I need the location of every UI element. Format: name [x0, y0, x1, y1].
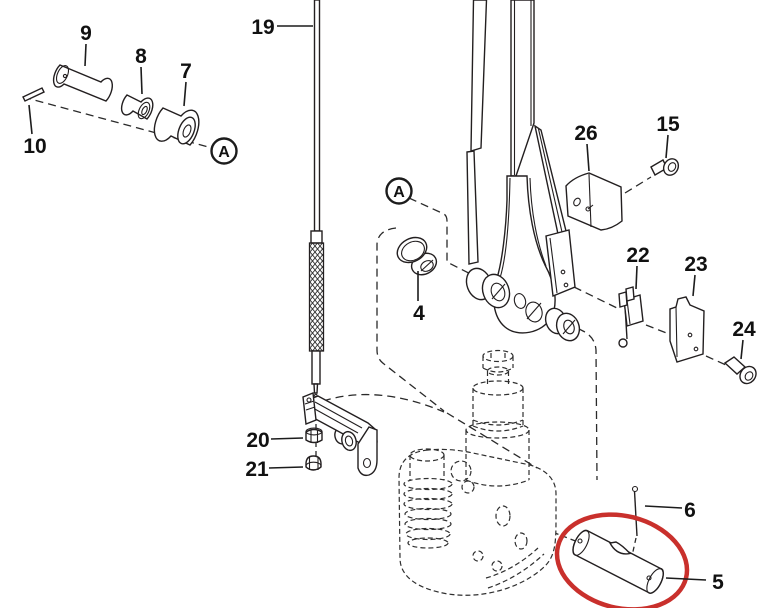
callout-22: 22 [626, 244, 649, 267]
axis-plate-to-22 [573, 286, 618, 309]
callout-20: 20 [246, 429, 269, 452]
yoke-right-pivot-bushings [544, 307, 581, 342]
axis-26-to-15 [624, 176, 652, 194]
pump-fin-stack [403, 448, 453, 549]
part-24-bolt [723, 356, 757, 385]
view-marker-a-1-label: A [218, 144, 230, 161]
part-26-block [565, 172, 623, 231]
bracket-assembly [302, 392, 378, 477]
lever-plate [545, 229, 576, 297]
callout-4: 4 [413, 302, 425, 325]
axis-through-pump [446, 412, 538, 469]
callout-19: 19 [251, 16, 274, 39]
axis-bracket-to-pump [322, 393, 445, 413]
view-marker-a-2-label: A [393, 184, 405, 201]
view-marker-a-1: A [210, 137, 238, 165]
part-22-latch [618, 286, 644, 348]
part-8-bushing [120, 94, 154, 120]
part-4-bushing [396, 236, 438, 276]
part-10-pin [22, 87, 45, 102]
yoke-right-arm [493, 175, 556, 334]
callout-10: 10 [23, 135, 46, 158]
subassembly-a-parts [22, 64, 200, 146]
axis-23-to-24 [705, 355, 727, 366]
highlight-ellipse [554, 512, 690, 608]
part-21-cap-nut [305, 455, 322, 471]
callout-26: 26 [574, 122, 597, 145]
yoke-left-arm [466, 150, 479, 265]
callout-5: 5 [712, 571, 724, 594]
pump-assembly-phantom [398, 349, 557, 596]
axis-22-to-23 [645, 324, 670, 335]
part-9-clevis-pin [52, 64, 113, 102]
yoke-left-pivot-bushings [465, 267, 511, 309]
axis-pump-to-pin5 [536, 525, 579, 543]
pin-5-notch [608, 541, 632, 555]
callout-21: 21 [245, 458, 269, 481]
phantom-boundary-left [376, 227, 445, 412]
part-6-pin [631, 485, 639, 557]
part-23-plate [669, 296, 705, 363]
part-20-nut [305, 427, 323, 444]
part-19-rod [308, 0, 325, 398]
part-5-pin [572, 529, 665, 594]
yoke-assembly [465, 0, 581, 342]
yoke-right-bar [510, 0, 535, 177]
callout-24: 24 [732, 318, 756, 341]
view-marker-a-2: A [385, 177, 413, 205]
callouts: 9 8 7 10 19 26 15 22 23 24 4 20 21 6 5 A [23, 16, 756, 594]
callout-8: 8 [135, 45, 147, 68]
callout-6: 6 [684, 499, 696, 522]
callout-23: 23 [684, 253, 707, 276]
callout-15: 15 [656, 113, 680, 136]
part-15-bolt [650, 158, 680, 176]
assembly-axis-lines [22, 96, 727, 543]
callout-7: 7 [180, 60, 192, 83]
callout-9: 9 [80, 22, 92, 45]
axis-view-a-to-yoke [408, 197, 598, 481]
yoke-left-bar [470, 0, 488, 152]
pump-body [398, 448, 557, 596]
part-7-roller [153, 107, 200, 146]
